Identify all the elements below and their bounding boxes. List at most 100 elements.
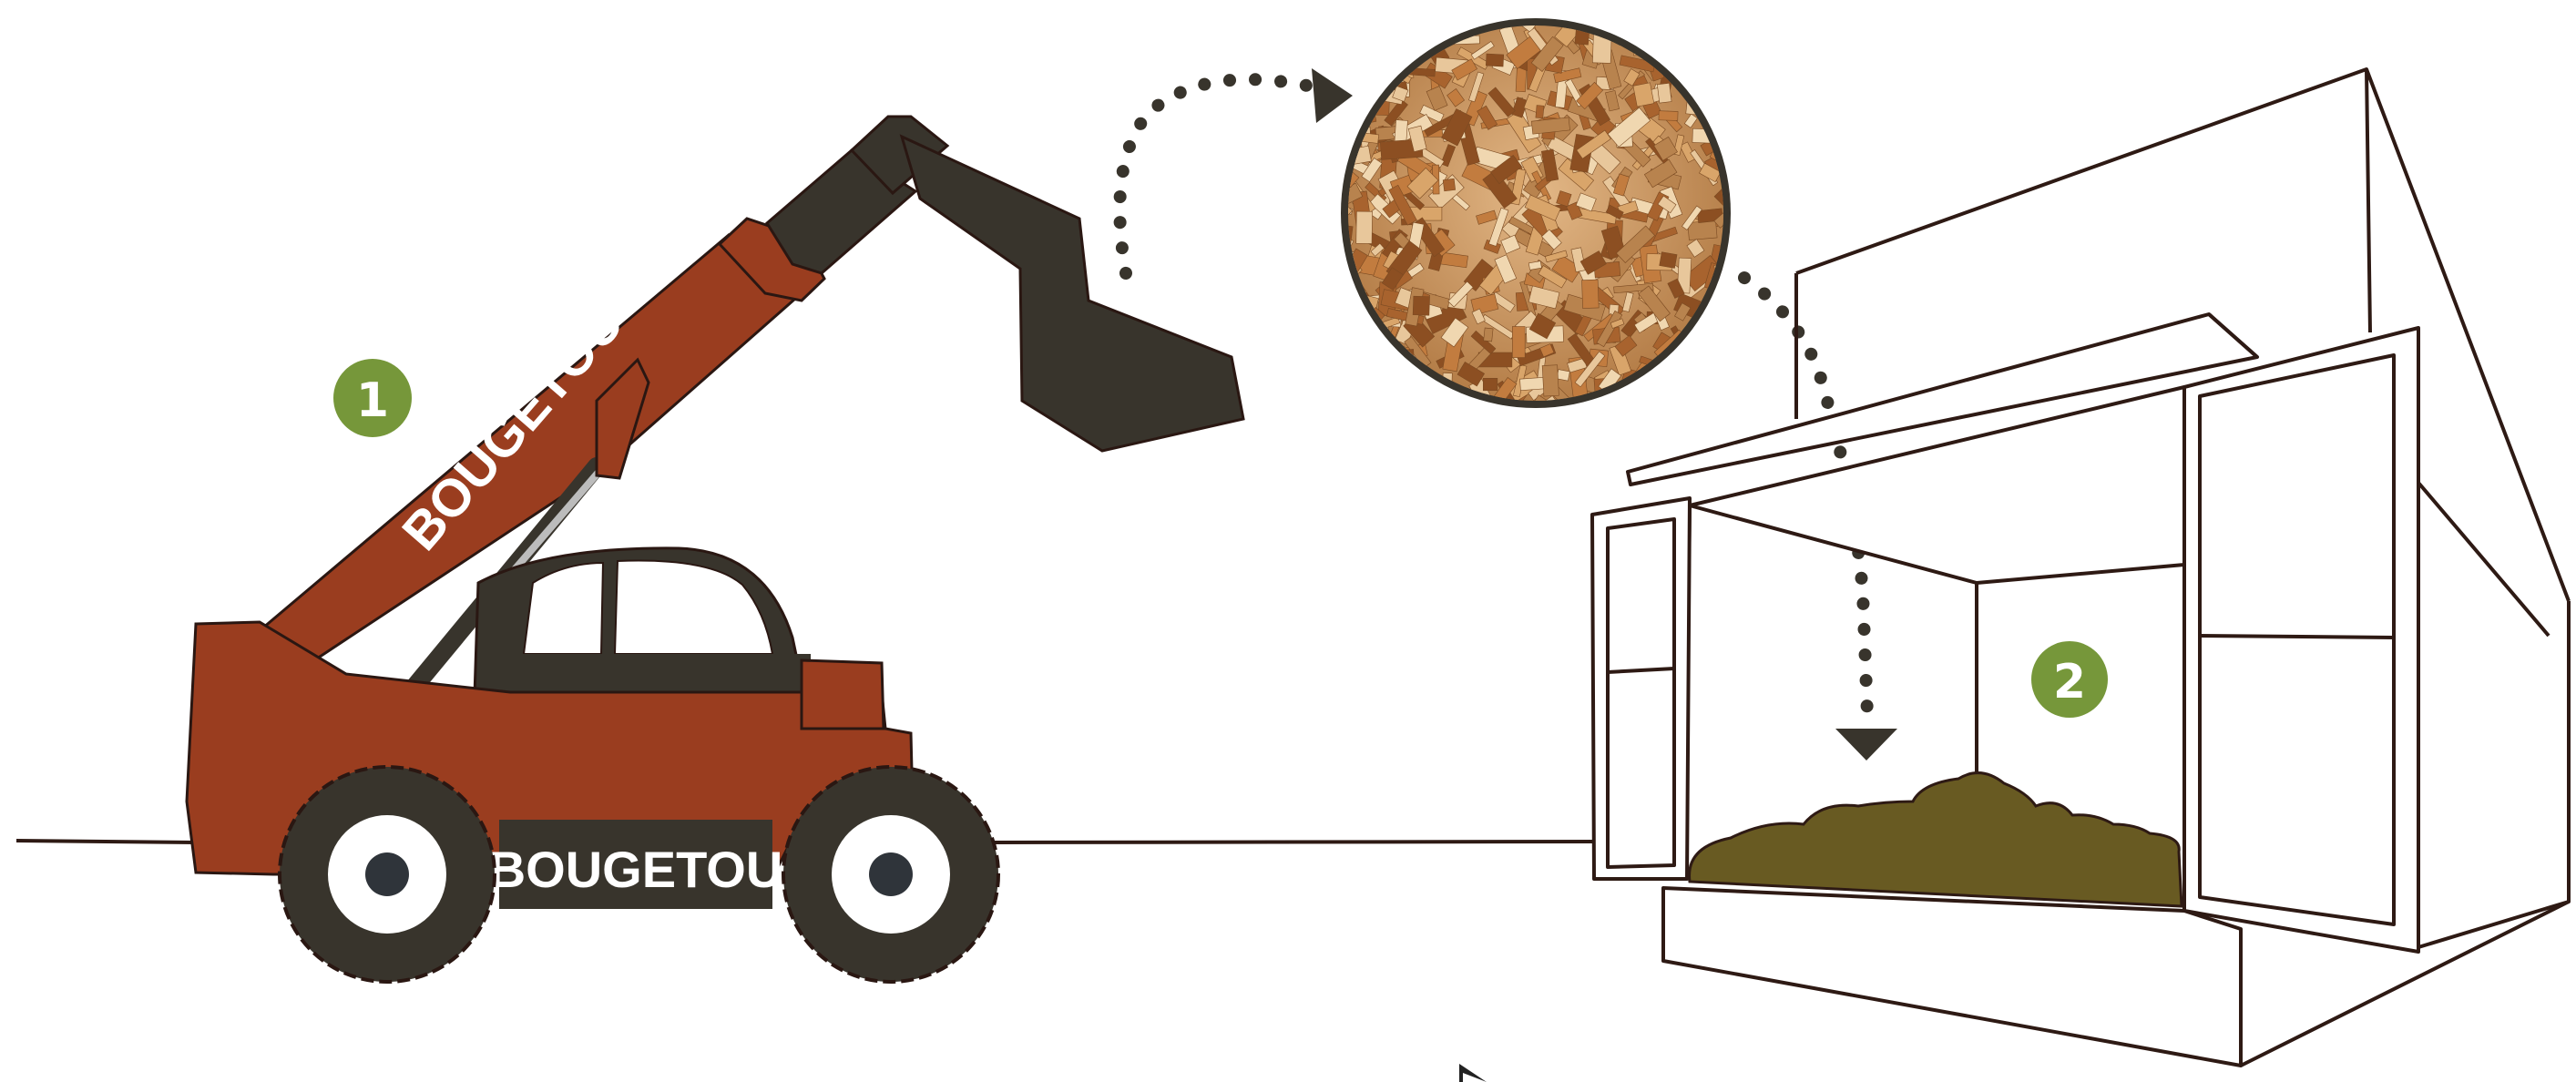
wood-chip (1702, 13, 1722, 24)
wood-chip (1395, 120, 1407, 142)
wood-chip (1717, 9, 1737, 32)
wood-chip (1718, 42, 1733, 73)
wood-chip (1359, 368, 1384, 393)
wood-chip (1705, 67, 1733, 90)
silo-right-panel (2184, 328, 2418, 952)
wood-chip (1611, 390, 1625, 418)
wood-chip (1716, 278, 1739, 311)
wood-chip (1512, 327, 1525, 358)
wood-chip (1341, 318, 1348, 335)
silo-base (1663, 888, 2241, 1066)
front-wheel (783, 767, 998, 982)
chassis-brand-label: BOUGETOU (489, 841, 783, 898)
wood-chip (1626, 18, 1651, 36)
wood-chip (1536, 106, 1544, 118)
wood-chip (1362, 362, 1380, 376)
wood-chip (1652, 31, 1673, 44)
curved-arrow-icon (1119, 68, 1353, 273)
wood-chip (1363, 30, 1399, 54)
wood-chip (1372, 4, 1407, 39)
wood-chip (1325, 393, 1356, 407)
wood-chip (1653, 19, 1682, 52)
wood-chip (1640, 37, 1651, 46)
wood-chip (1413, 296, 1429, 315)
wood-chip (1369, 68, 1378, 95)
wood-chip (1375, 361, 1402, 392)
wood-chip (1712, 42, 1727, 62)
wood-chip (1385, 6, 1413, 32)
wood-chip (1557, 370, 1569, 382)
wood-chip (1336, 332, 1361, 353)
wood-chip (1380, 27, 1401, 52)
wood-chip (1718, 290, 1735, 330)
wood-chip (1690, 383, 1710, 403)
wood-chip (1681, 53, 1704, 63)
step-2-number: 2 (2053, 655, 2086, 709)
storage-silo (1592, 69, 2569, 1066)
wood-chip (1363, 71, 1385, 94)
wood-chip (1344, 22, 1372, 64)
wood-chip (1699, 361, 1722, 382)
wood-chip (1344, 362, 1365, 398)
wood-chip (1374, 352, 1400, 385)
wood-pile (1690, 773, 2182, 906)
wood-chip (1711, 358, 1728, 377)
wood-chip (1402, 9, 1417, 27)
wood-chip (1707, 310, 1729, 350)
wood-chip (1392, 31, 1406, 46)
loader-bucket (902, 137, 1243, 451)
wood-chip (1383, 9, 1423, 38)
wood-chip (1388, 364, 1407, 383)
wood-chip (1375, 14, 1410, 31)
wood-chip (1694, 391, 1719, 403)
wood-chip (1681, 51, 1716, 76)
wood-chip (1361, 54, 1378, 66)
wood-chip (1712, 14, 1748, 46)
wood-chip (1356, 211, 1373, 243)
wood-chip (1644, 30, 1659, 45)
wood-chip (1660, 252, 1677, 269)
wood-chip (1698, 317, 1717, 353)
step-badge-1: 1 (333, 359, 412, 437)
wood-chip (1659, 111, 1678, 121)
step-1-number: 1 (356, 373, 389, 428)
cursor-icon (1459, 1064, 1487, 1082)
wood-chip (1438, 9, 1452, 26)
wood-chip (1365, 35, 1379, 54)
wood-chip (1323, 132, 1356, 148)
wood-chip (1642, 398, 1679, 410)
wood-chip (1663, 355, 1698, 373)
wood-chip (1653, 394, 1673, 411)
wood-chip (1370, 13, 1392, 35)
wood-chip (1704, 330, 1724, 350)
wood-chip (1702, 41, 1739, 59)
wood-chip (1351, 20, 1375, 50)
wood-chip (1385, 0, 1425, 38)
wood-chip (1338, 350, 1353, 377)
wood-chips-icon (1323, 0, 1747, 422)
wood-chip (1662, 19, 1683, 40)
wood-chip (1666, 357, 1683, 383)
wood-chip (1354, 349, 1370, 381)
wood-chip (1714, 84, 1730, 90)
wood-chip (1336, 35, 1358, 57)
wood-chip (1371, 28, 1379, 66)
wood-chip (1329, 303, 1356, 323)
wood-chip (1656, 381, 1682, 402)
wood-chip (1385, 19, 1413, 43)
wood-chip (1370, 366, 1396, 395)
wood-chip (1356, 348, 1385, 375)
wood-chip (1375, 74, 1390, 84)
wood-chip (1657, 83, 1671, 103)
wood-chip (1633, 83, 1654, 107)
wood-chip (1620, 5, 1659, 35)
wood-chip (1385, 15, 1426, 45)
wood-chip (1486, 54, 1503, 66)
wood-chip (1334, 14, 1375, 48)
wood-chip (1347, 16, 1364, 34)
step-badge-2: 2 (2031, 641, 2108, 718)
wood-chip (1711, 342, 1728, 362)
wood-chip (1676, 375, 1699, 402)
wood-chip (1582, 280, 1600, 308)
